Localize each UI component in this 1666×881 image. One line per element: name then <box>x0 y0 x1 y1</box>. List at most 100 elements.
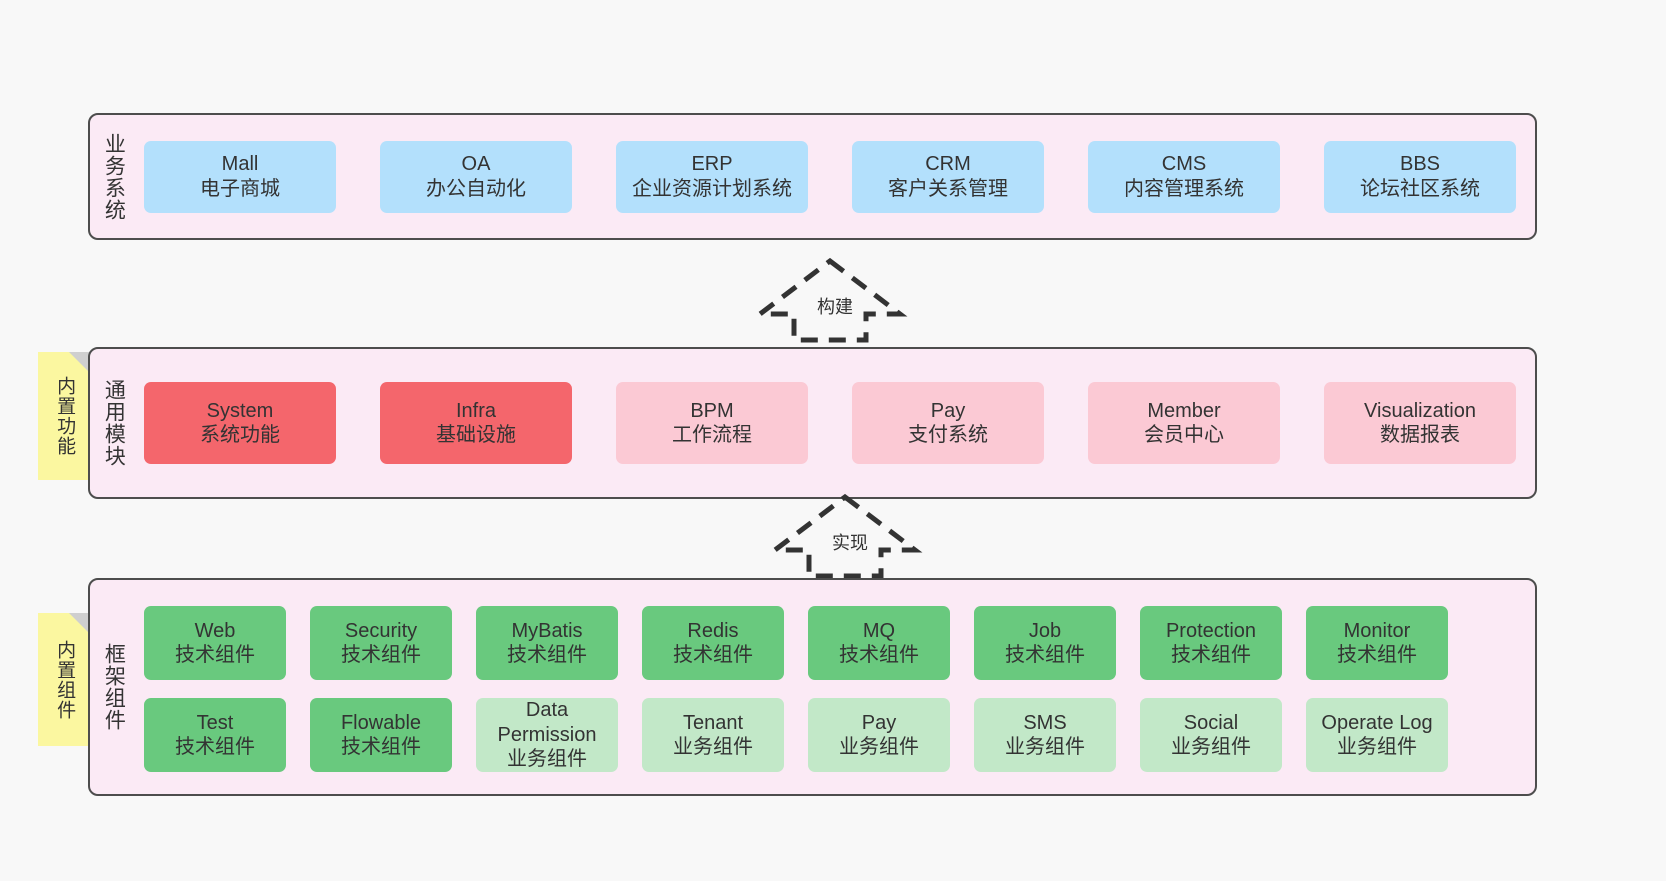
card-title: Social <box>1183 711 1239 734</box>
card-mq[interactable]: MQ 技术组件 <box>808 606 950 680</box>
card-title: Security <box>344 619 418 642</box>
card-title: BBS <box>1399 153 1441 176</box>
note-fold-corner-icon <box>69 352 91 374</box>
card-subtitle: 基础设施 <box>436 424 516 446</box>
card-subtitle: 技术组件 <box>341 736 421 758</box>
card-subtitle: 技术组件 <box>341 644 421 666</box>
row: Test 技术组件 Flowable 技术组件 Data Permission … <box>144 698 1521 772</box>
card-erp[interactable]: ERP 企业资源计划系统 <box>616 140 808 213</box>
card-subtitle: 业务组件 <box>673 736 753 758</box>
layer-common-modules: 通用模块 System 系统功能 Infra 基础设施 BPM 工作流程 Pay… <box>88 347 1537 499</box>
card-tenant[interactable]: Tenant 业务组件 <box>642 698 784 772</box>
card-protection[interactable]: Protection 技术组件 <box>1140 606 1282 680</box>
card-job[interactable]: Job 技术组件 <box>974 606 1116 680</box>
card-subtitle: 内容管理系统 <box>1124 177 1244 200</box>
row: Mall 电子商城 OA 办公自动化 ERP 企业资源计划系统 CRM 客户关系… <box>144 140 1521 213</box>
card-oa[interactable]: OA 办公自动化 <box>380 140 572 213</box>
card-infra[interactable]: Infra 基础设施 <box>380 382 572 464</box>
layer-title-business: 业务系统 <box>102 132 126 221</box>
card-crm[interactable]: CRM 客户关系管理 <box>852 140 1044 213</box>
card-title: MyBatis <box>511 619 583 642</box>
card-redis[interactable]: Redis 技术组件 <box>642 606 784 680</box>
arrow-implement-label: 实现 <box>832 533 868 553</box>
card-subtitle: 业务组件 <box>1337 736 1417 758</box>
card-subtitle: 支付系统 <box>908 424 988 446</box>
card-title: System <box>206 399 274 422</box>
card-pay[interactable]: Pay 支付系统 <box>852 382 1044 464</box>
card-subtitle: 技术组件 <box>507 644 587 666</box>
card-title: ERP <box>691 153 733 176</box>
card-subtitle: 系统功能 <box>200 424 280 446</box>
card-monitor[interactable]: Monitor 技术组件 <box>1306 606 1448 680</box>
card-title: Operate Log <box>1321 711 1433 734</box>
card-operate-log[interactable]: Operate Log 业务组件 <box>1306 698 1448 772</box>
arrow-build: 构建 <box>752 257 908 343</box>
card-subtitle: 技术组件 <box>175 644 255 666</box>
card-title: Job <box>1028 619 1062 642</box>
layer-body-business: Mall 电子商城 OA 办公自动化 ERP 企业资源计划系统 CRM 客户关系… <box>136 115 1535 238</box>
card-subtitle: 业务组件 <box>1005 736 1085 758</box>
card-mybatis[interactable]: MyBatis 技术组件 <box>476 606 618 680</box>
card-title: Infra <box>455 399 497 422</box>
card-subtitle: 企业资源计划系统 <box>632 177 792 200</box>
card-subtitle: 客户关系管理 <box>888 177 1008 200</box>
card-test[interactable]: Test 技术组件 <box>144 698 286 772</box>
card-subtitle: 技术组件 <box>839 644 919 666</box>
card-subtitle: 工作流程 <box>672 424 752 446</box>
card-title: Tenant <box>682 711 744 734</box>
card-subtitle: 技术组件 <box>1005 644 1085 666</box>
card-web[interactable]: Web 技术组件 <box>144 606 286 680</box>
card-data-permission[interactable]: Data Permission 业务组件 <box>476 698 618 772</box>
note-builtin-features: 内置功能 <box>38 352 91 480</box>
card-member[interactable]: Member 会员中心 <box>1088 382 1280 464</box>
card-subtitle: 数据报表 <box>1380 424 1460 446</box>
card-title: Web <box>194 619 236 642</box>
card-title: CRM <box>925 153 971 176</box>
card-title: SMS <box>1023 711 1067 734</box>
card-title: Data Permission <box>497 699 597 746</box>
card-title: MQ <box>862 619 896 642</box>
card-subtitle: 技术组件 <box>673 644 753 666</box>
layer-body-modules: System 系统功能 Infra 基础设施 BPM 工作流程 Pay 支付系统… <box>136 349 1535 497</box>
layer-business-systems: 业务系统 Mall 电子商城 OA 办公自动化 ERP 企业资源计划系统 CRM… <box>88 113 1537 240</box>
card-title: Redis <box>687 619 739 642</box>
row: Web 技术组件 Security 技术组件 MyBatis 技术组件 Redi… <box>144 606 1521 680</box>
card-title: CMS <box>1161 153 1207 176</box>
card-subtitle: 电子商城 <box>200 177 280 200</box>
layer-title-framework: 框架组件 <box>102 643 126 731</box>
card-title: Test <box>196 711 234 734</box>
note-builtin-components: 内置组件 <box>38 613 91 746</box>
card-subtitle: 业务组件 <box>507 748 587 771</box>
card-bbs[interactable]: BBS 论坛社区系统 <box>1324 140 1516 213</box>
card-title: BPM <box>690 399 734 422</box>
card-security[interactable]: Security 技术组件 <box>310 606 452 680</box>
card-subtitle: 技术组件 <box>1337 644 1417 666</box>
note-text: 内置功能 <box>54 376 76 456</box>
card-subtitle: 业务组件 <box>1171 736 1251 758</box>
card-flowable[interactable]: Flowable 技术组件 <box>310 698 452 772</box>
card-cms[interactable]: CMS 内容管理系统 <box>1088 140 1280 213</box>
arrow-implement: 实现 <box>767 493 923 579</box>
card-mall[interactable]: Mall 电子商城 <box>144 140 336 213</box>
card-title: Flowable <box>340 711 422 734</box>
card-sms[interactable]: SMS 业务组件 <box>974 698 1116 772</box>
card-title: Visualization <box>1364 399 1476 422</box>
card-title: Pay <box>930 399 966 422</box>
card-pay-component[interactable]: Pay 业务组件 <box>808 698 950 772</box>
card-bpm[interactable]: BPM 工作流程 <box>616 382 808 464</box>
card-subtitle: 业务组件 <box>839 736 919 758</box>
card-subtitle: 技术组件 <box>1171 644 1251 666</box>
layer-title-modules: 通用模块 <box>102 379 126 467</box>
card-title: Monitor <box>1343 619 1411 642</box>
card-visualization[interactable]: Visualization 数据报表 <box>1324 382 1516 464</box>
row: System 系统功能 Infra 基础设施 BPM 工作流程 Pay 支付系统… <box>144 382 1521 464</box>
card-title: Protection <box>1165 619 1257 642</box>
card-subtitle: 论坛社区系统 <box>1360 177 1480 200</box>
card-subtitle: 会员中心 <box>1144 424 1224 446</box>
card-title: Pay <box>861 711 897 734</box>
card-title: Mall <box>221 153 259 176</box>
layer-framework-components: 框架组件 Web 技术组件 Security 技术组件 MyBatis 技术组件… <box>88 578 1537 796</box>
card-system[interactable]: System 系统功能 <box>144 382 336 464</box>
card-social[interactable]: Social 业务组件 <box>1140 698 1282 772</box>
